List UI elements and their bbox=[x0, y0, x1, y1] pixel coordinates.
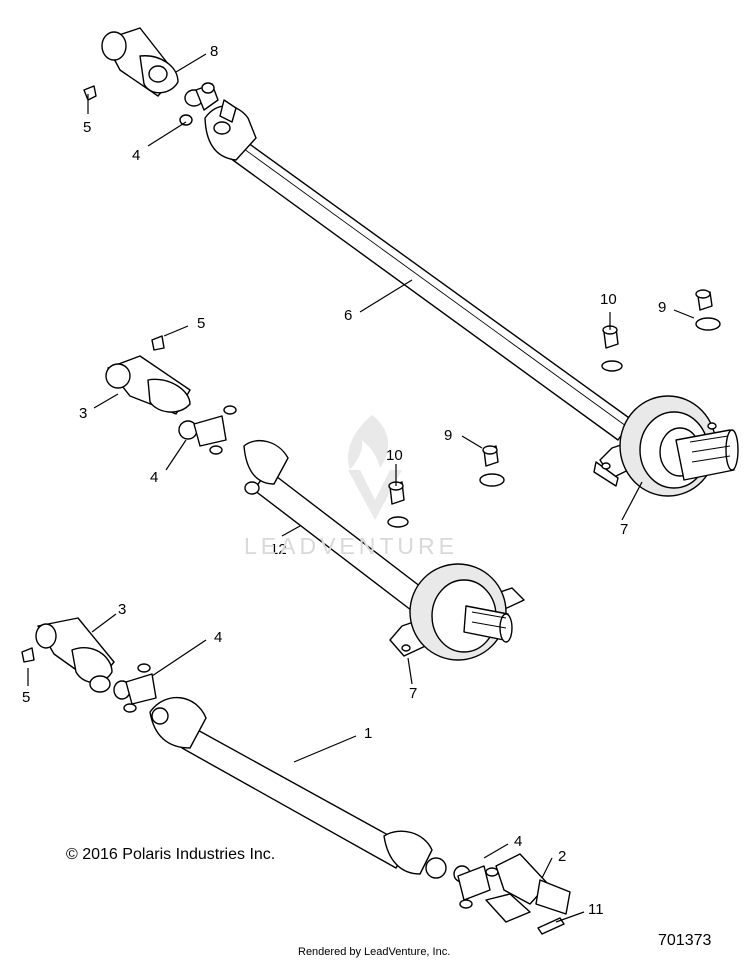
u-joint-4-middle bbox=[178, 405, 237, 455]
callout-8: 8 bbox=[210, 43, 218, 60]
flange-bolt-9-upper bbox=[695, 289, 721, 331]
end-yoke-2 bbox=[485, 853, 571, 923]
drive-shaft-6 bbox=[204, 99, 633, 441]
bolt-10-middle bbox=[387, 481, 409, 528]
callout-9: 9 bbox=[444, 427, 452, 444]
u-joint-4-lower-right bbox=[453, 865, 499, 909]
carrier-bearing-7-upper bbox=[593, 395, 739, 497]
callout-1: 1 bbox=[364, 725, 372, 742]
slip-yoke-8 bbox=[101, 27, 179, 97]
drive-shaft-1 bbox=[149, 696, 447, 879]
render-credit: Rendered by LeadVenture, Inc. bbox=[298, 946, 451, 958]
callout-numbers: 8 5 4 6 10 9 5 3 4 10 9 12 7 7 3 4 5 1 4… bbox=[22, 43, 666, 918]
callout-11: 11 bbox=[588, 901, 604, 918]
u-joint-4-lower-left bbox=[113, 663, 157, 713]
u-joint-4-top bbox=[179, 82, 219, 126]
flange-bolt-9-middle bbox=[479, 445, 505, 487]
watermark-text: LEADVENTURE bbox=[244, 533, 458, 559]
callout-5: 5 bbox=[197, 315, 205, 332]
callout-2: 2 bbox=[558, 848, 566, 865]
callout-9: 9 bbox=[658, 299, 666, 316]
callout-5: 5 bbox=[22, 689, 30, 706]
callout-7: 7 bbox=[409, 685, 417, 702]
callout-5: 5 bbox=[83, 119, 91, 136]
callout-7: 7 bbox=[620, 521, 628, 538]
callout-4: 4 bbox=[132, 147, 140, 164]
bolt-10-upper bbox=[601, 325, 623, 372]
callout-10: 10 bbox=[600, 291, 617, 308]
grease-fitting-5-lower bbox=[21, 647, 35, 663]
callout-6: 6 bbox=[344, 307, 352, 324]
leader-lines bbox=[27, 53, 695, 923]
grease-fitting-5-top bbox=[83, 85, 97, 101]
grease-fitting-5-middle bbox=[151, 335, 165, 351]
drawing-number: 701373 bbox=[658, 932, 712, 949]
drive-shaft-12 bbox=[243, 439, 439, 621]
watermark-logo bbox=[348, 415, 402, 520]
copyright-notice: © 2016 Polaris Industries Inc. bbox=[66, 846, 276, 863]
slip-yoke-3-middle bbox=[105, 355, 191, 415]
callout-10: 10 bbox=[386, 447, 403, 464]
callout-3: 3 bbox=[118, 601, 126, 618]
callout-3: 3 bbox=[79, 405, 87, 422]
carrier-bearing-7-middle bbox=[389, 563, 525, 661]
callout-4: 4 bbox=[514, 833, 522, 850]
callout-12: 12 bbox=[270, 541, 287, 558]
callout-4: 4 bbox=[214, 629, 222, 646]
slip-yoke-3-lower bbox=[35, 617, 115, 693]
callout-4: 4 bbox=[150, 469, 158, 486]
